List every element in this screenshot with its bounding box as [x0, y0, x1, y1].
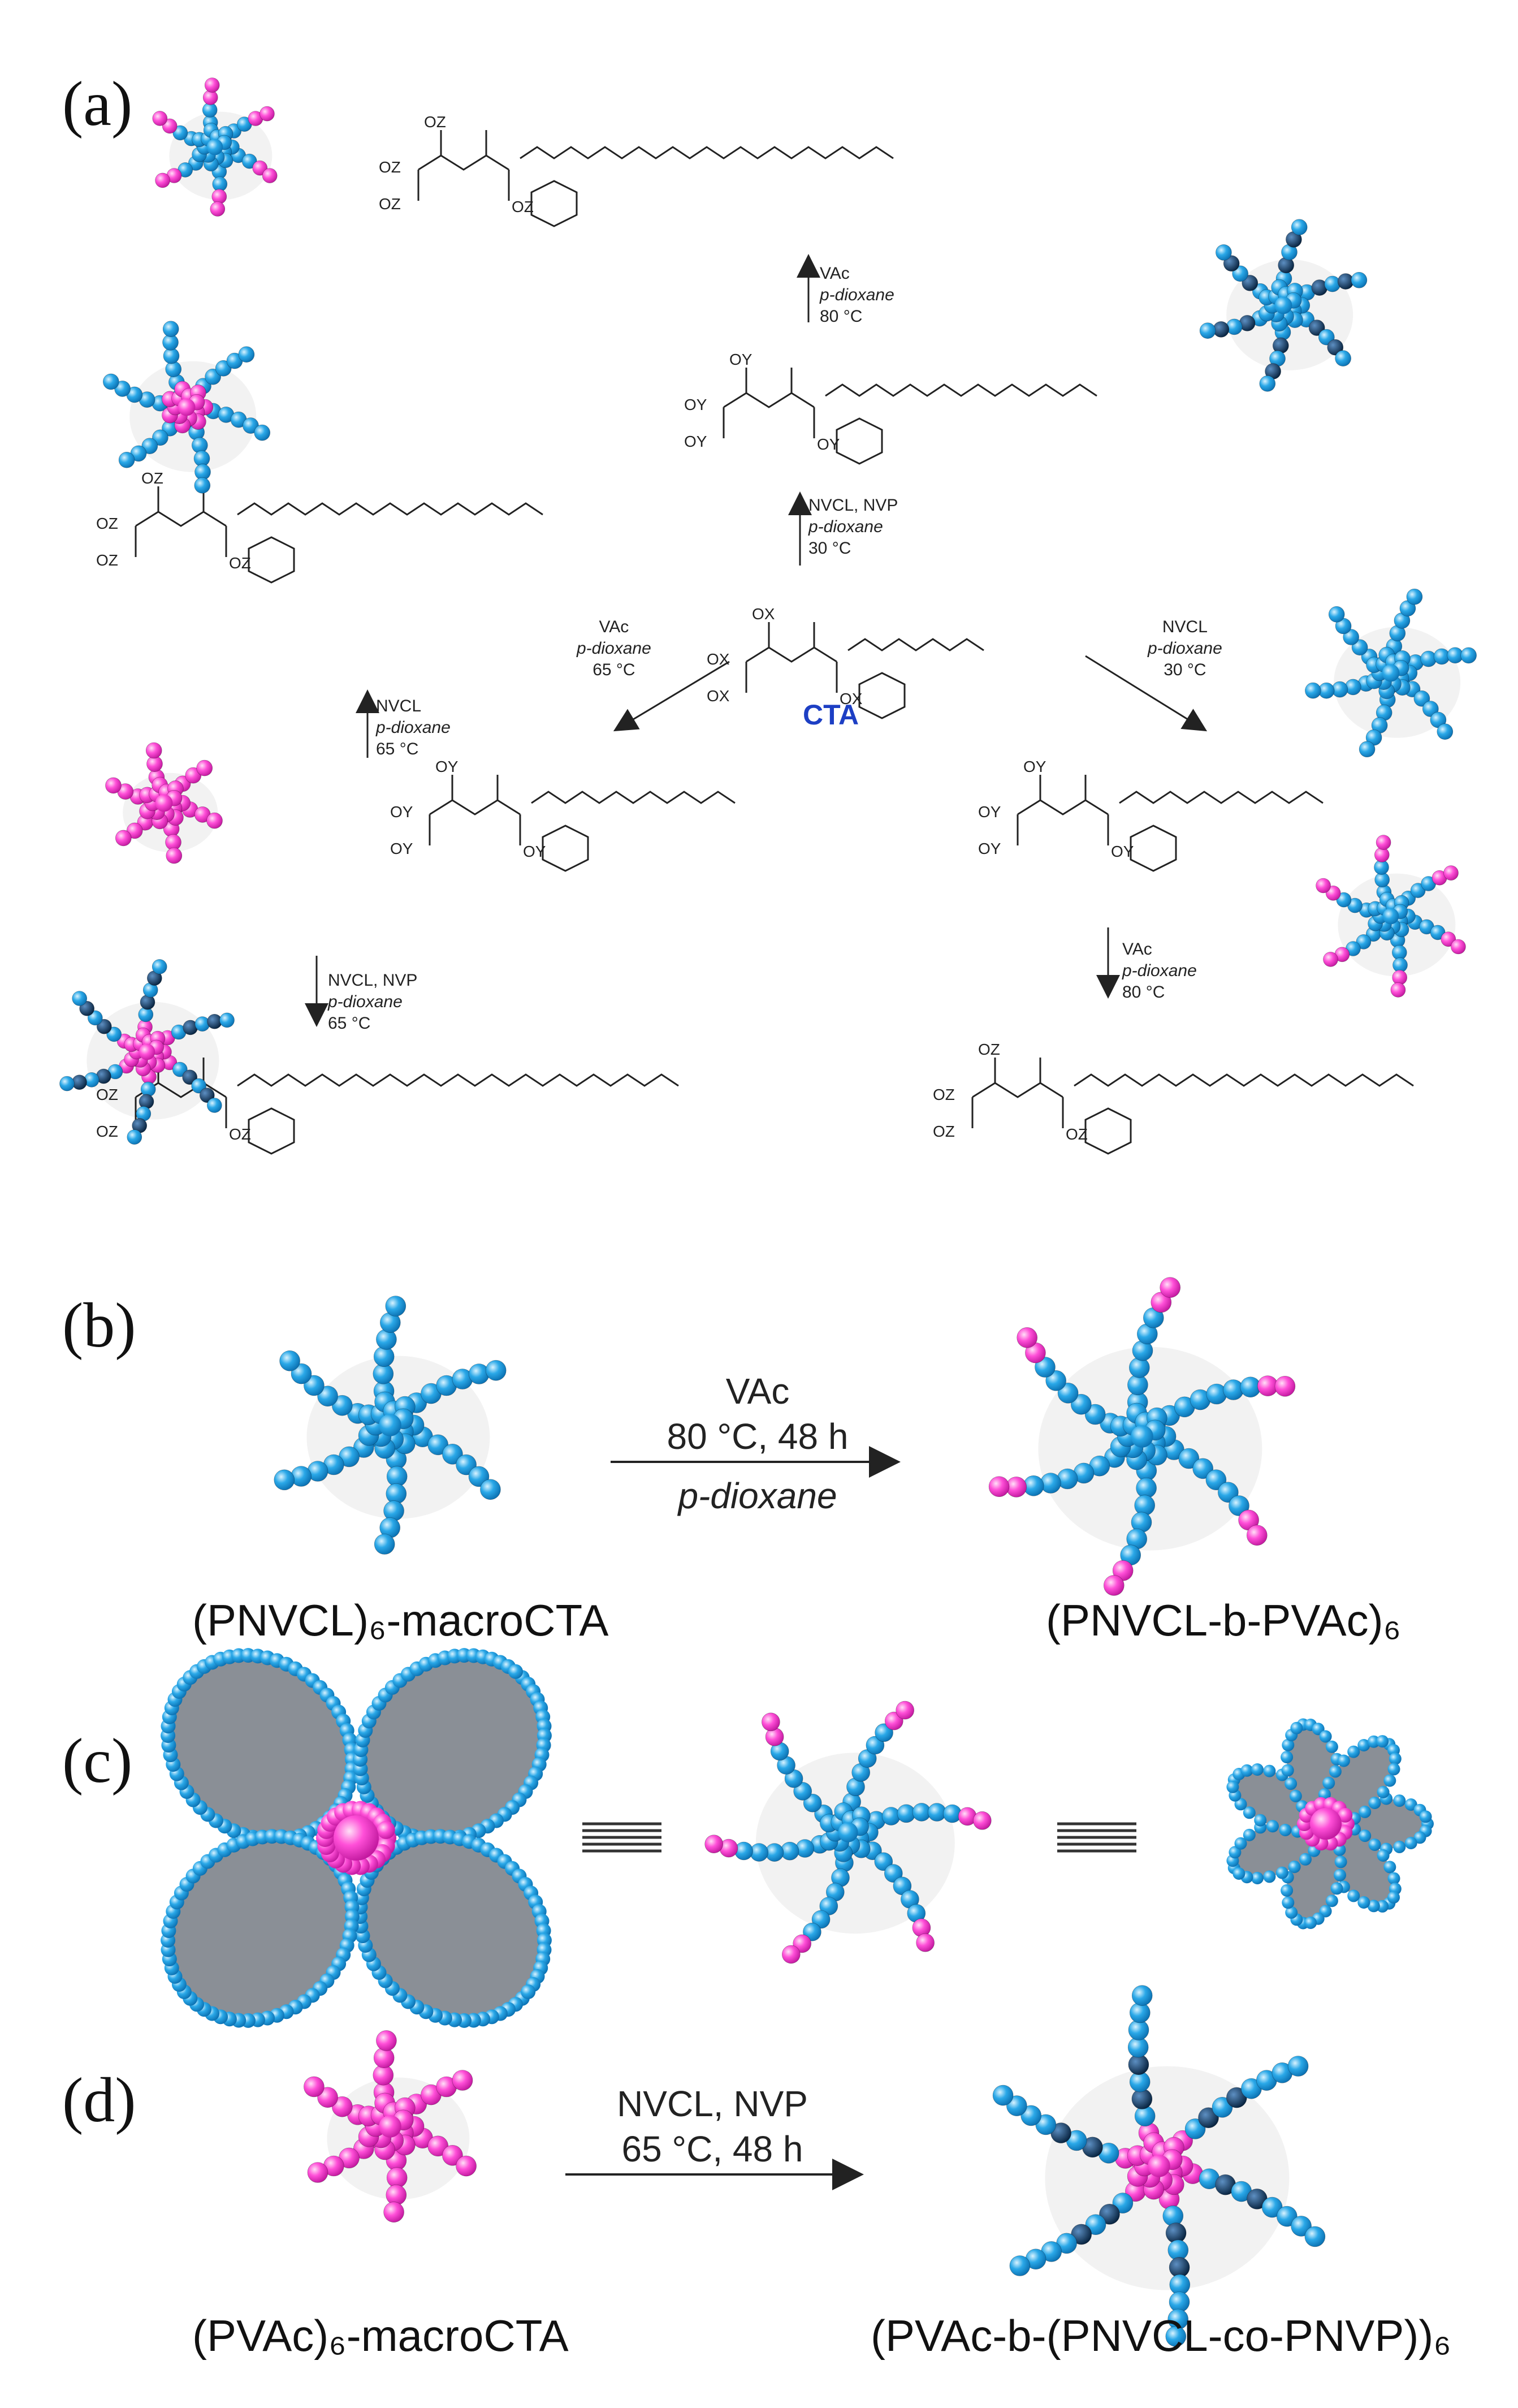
panel-label-a: (a) [62, 69, 133, 139]
svg-text:OX: OX [752, 605, 775, 623]
panel-label-d: (d) [62, 2065, 136, 2135]
star-a-left-co [59, 959, 235, 1145]
star-d-macrocta [304, 2030, 477, 2223]
star-b-product [988, 1277, 1296, 1596]
svg-text:OY: OY [390, 840, 413, 857]
star-polymers [59, 77, 1477, 2347]
svg-text:OX: OX [707, 687, 730, 705]
svg-text:OZ: OZ [512, 198, 534, 215]
svg-text:OZ: OZ [141, 469, 163, 487]
caption-d-left: (PVAc)₆-macroCTA [192, 2311, 569, 2360]
svg-text:OX: OX [707, 650, 730, 668]
svg-text:OZ: OZ [96, 1086, 118, 1103]
star-a-left-pink [105, 742, 223, 864]
identical-to-symbol-1 [582, 1822, 661, 1853]
svg-text:OY: OY [729, 351, 752, 368]
conditions-right-down: VAc p-dioxane 80 °C [1122, 940, 1197, 1002]
cta-label: CTA [803, 699, 859, 731]
reaction-arrows [305, 254, 1208, 2190]
svg-text:OY: OY [390, 803, 413, 821]
structure-mid-chain [825, 383, 1097, 465]
conditions-b-line3: p-dioxane [678, 1475, 837, 1516]
svg-text:OY: OY [435, 758, 459, 775]
conditions-d-line2: 65 °C, 48 h [621, 2129, 803, 2169]
structure-top-chain [520, 146, 894, 227]
svg-text:OY: OY [1023, 758, 1046, 775]
svg-text:OY: OY [684, 433, 707, 450]
conditions-center-left: VAc p-dioxane 65 °C [577, 618, 651, 679]
svg-text:OY: OY [978, 803, 1001, 821]
conditions-b-line2: 80 °C, 48 h [667, 1416, 849, 1457]
svg-text:OZ: OZ [933, 1123, 955, 1140]
svg-text:OZ: OZ [96, 551, 118, 569]
structure-left-chain [237, 502, 543, 584]
structure-left-core: OZ OZ OZ OZ [96, 469, 251, 572]
star-b-macrocta [274, 1296, 507, 1555]
structure-bottom-right-chain [1074, 1073, 1414, 1155]
chemical-structures: OZOZOZOZOYOYOYOYOZOZOZOZOXOXOXOXOYOYOYOY… [96, 113, 1414, 1155]
conditions-top-up: VAc p-dioxane 80 °C [820, 264, 894, 326]
structure-right2-chain [1119, 791, 1324, 872]
svg-text:OZ: OZ [933, 1086, 955, 1103]
structure-bottom-right-core: OZ OZ OZ OZ [933, 1041, 1088, 1143]
structure-bottom-left-chain [237, 1073, 679, 1155]
svg-text:OZ: OZ [424, 113, 446, 131]
arrow-center-left [613, 661, 730, 732]
svg-text:OZ: OZ [978, 1041, 1000, 1058]
conditions-center-right: NVCL p-dioxane 30 °C [1148, 618, 1222, 679]
svg-text:OZ: OZ [96, 515, 118, 532]
equivalence-symbols [582, 1822, 1136, 1853]
star-a-right-bluepink [1316, 835, 1466, 998]
star-a-right-blue [1305, 588, 1477, 758]
svg-text:OZ: OZ [229, 554, 251, 572]
svg-text:OY: OY [684, 396, 707, 413]
structure-cta-chain [847, 638, 984, 719]
svg-text:OZ: OZ [379, 158, 401, 176]
structure-left2-chain [531, 791, 736, 872]
star-a-top-left [152, 77, 278, 217]
caption-b-left: (PNVCL)₆-macroCTA [192, 1595, 609, 1645]
star-c-middle [704, 1701, 992, 1964]
conditions-center-up: NVCL, NVP p-dioxane 30 °C [808, 496, 898, 558]
panel-label-b: (b) [62, 1291, 136, 1361]
svg-text:OZ: OZ [1066, 1125, 1088, 1143]
star-a-top-right [1199, 219, 1368, 392]
identical-to-symbol-2 [1057, 1822, 1136, 1853]
svg-text:OY: OY [978, 840, 1001, 857]
caption-b-right: (PNVCL-b-PVAc)₆ [1046, 1595, 1402, 1645]
conditions-b-line1: VAc [725, 1371, 790, 1412]
structure-top-core: OZ OZ OZ OZ [379, 113, 534, 215]
svg-text:OZ: OZ [96, 1123, 118, 1140]
conditions-left-up: NVCL p-dioxane 65 °C [376, 697, 451, 758]
svg-text:OZ: OZ [379, 195, 401, 213]
conditions-d-line1: NVCL, NVP [617, 2083, 808, 2124]
star-c-small-flower [1226, 1718, 1434, 1930]
star-a-mid-left [103, 321, 271, 494]
svg-text:OZ: OZ [229, 1125, 251, 1143]
star-c-flower [161, 1648, 552, 2028]
panel-label-c: (c) [62, 1726, 133, 1796]
caption-d-right: (PVAc-b-(PNVCL-co-PNVP))₆ [871, 2311, 1451, 2360]
arrow-center-right [1085, 655, 1208, 732]
star-d-product [992, 1985, 1326, 2347]
conditions-left-down: NVCL, NVP p-dioxane 65 °C [328, 971, 418, 1033]
